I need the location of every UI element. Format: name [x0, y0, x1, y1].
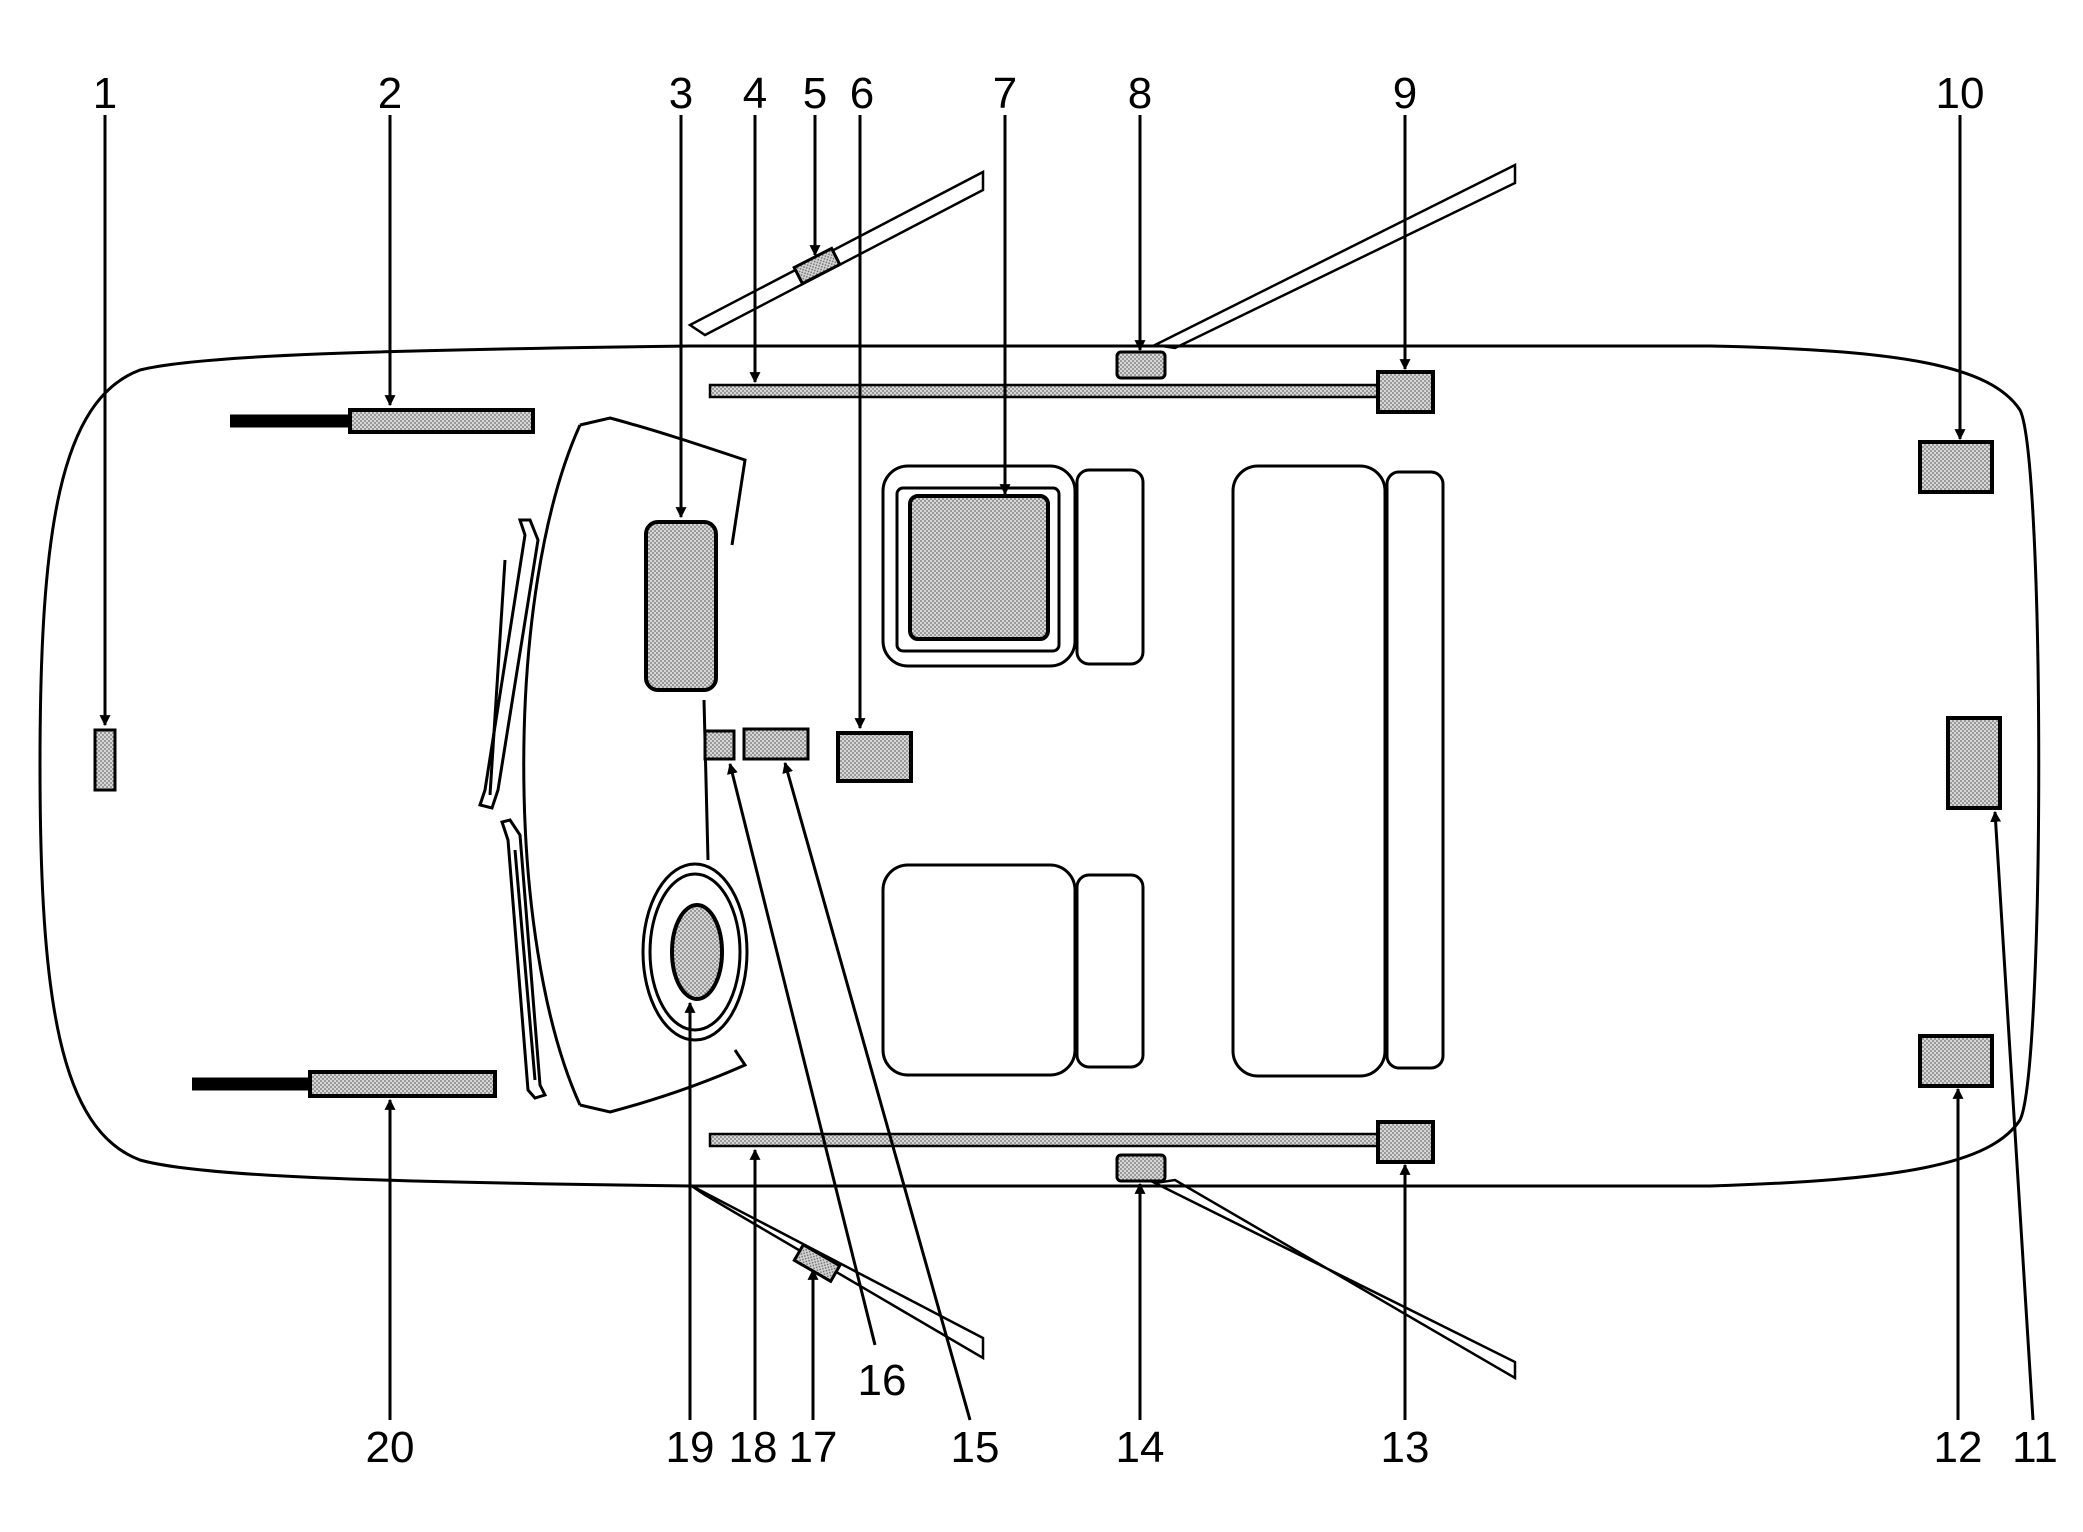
callout-15: 15 — [951, 1423, 1000, 1472]
leader-11 — [1990, 810, 2035, 1421]
component-5 — [792, 246, 842, 286]
front-left-seat — [881, 464, 1145, 668]
callout-13: 13 — [1381, 1423, 1430, 1472]
callout-10: 10 — [1936, 69, 1985, 118]
component-6 — [836, 731, 913, 783]
callout-17: 17 — [789, 1423, 838, 1472]
rear-left-door-open — [1150, 162, 1517, 350]
component-11 — [1946, 716, 2002, 810]
component-16 — [703, 729, 736, 761]
rear-bench-seat — [1231, 464, 1445, 1078]
callout-18: 18 — [729, 1423, 778, 1472]
callout-19: 19 — [666, 1423, 715, 1472]
component-2 — [348, 408, 535, 434]
front-left-door-open — [687, 169, 985, 337]
console-outline — [895, 486, 1061, 653]
component-15 — [742, 727, 810, 761]
callout-6: 6 — [850, 69, 874, 118]
component-14 — [1115, 1153, 1167, 1183]
component-10 — [1918, 440, 1994, 494]
right-side-rail — [708, 1132, 1382, 1148]
callout-14: 14 — [1116, 1423, 1165, 1472]
vehicle-body-outline — [38, 344, 2041, 1188]
component-8 — [1115, 350, 1167, 380]
callout-7: 7 — [993, 69, 1017, 118]
leader-16 — [727, 762, 877, 1346]
callout-20: 20 — [366, 1423, 415, 1472]
component-3 — [644, 520, 718, 692]
component-7 — [908, 494, 1050, 641]
steering-wheel — [641, 862, 749, 1042]
callout-1: 1 — [93, 69, 117, 118]
front-right-seat — [881, 863, 1145, 1077]
callout-9: 9 — [1393, 69, 1417, 118]
component-20 — [308, 1070, 497, 1098]
callout-3: 3 — [669, 69, 693, 118]
callout-12: 12 — [1934, 1423, 1983, 1472]
windshield-and-dash — [522, 416, 748, 1114]
component-19 — [670, 903, 724, 1001]
left-wiper-arm — [478, 518, 540, 810]
leader-15 — [782, 761, 972, 1421]
left-side-rail — [708, 383, 1382, 399]
rear-right-door-open — [1150, 1178, 1517, 1381]
callout-4: 4 — [743, 69, 767, 118]
callout-11: 11 — [2012, 1423, 2058, 1472]
callout-8: 8 — [1128, 69, 1152, 118]
leader-lines — [99, 115, 2035, 1421]
callout-2: 2 — [378, 69, 402, 118]
component-12 — [1918, 1034, 1994, 1088]
component-9 — [1376, 370, 1435, 414]
component-1 — [93, 728, 117, 792]
callout-5: 5 — [803, 69, 827, 118]
callout-16: 16 — [858, 1356, 907, 1405]
component-13 — [1376, 1120, 1435, 1164]
callout-labels: 1 2 3 4 5 6 7 8 9 10 11 12 13 14 15 16 1… — [93, 69, 2058, 1472]
right-wiper-arm — [500, 818, 548, 1100]
